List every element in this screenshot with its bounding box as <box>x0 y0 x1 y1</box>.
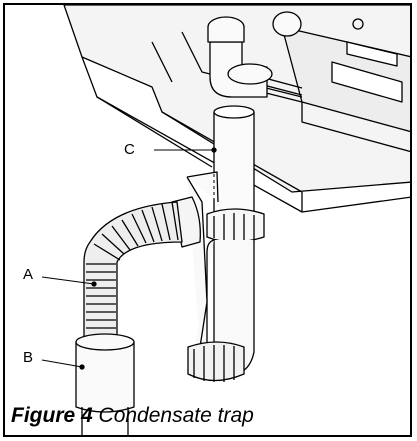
upper-trap-nut <box>206 208 265 243</box>
top-elbow <box>207 11 302 98</box>
condensate-trap-illustration <box>41 5 410 435</box>
hose-cuff <box>75 333 135 435</box>
callout-a-label: A <box>23 266 34 283</box>
leader-b <box>41 359 83 368</box>
figure-caption: Figure 4 Condensate trap <box>11 404 254 428</box>
lower-trap-nut <box>187 341 245 382</box>
callout-c-label: C <box>124 141 135 158</box>
callout-b-label: B <box>23 349 34 366</box>
leader-a <box>41 276 95 285</box>
figure-frame: C A B Figure 4 Condensate trap <box>3 3 412 437</box>
figure-number: Figure 4 <box>11 404 93 427</box>
corrugated-hose <box>83 201 183 343</box>
figure-title: Condensate trap <box>98 404 254 427</box>
vertical-drain-pipe <box>213 105 255 218</box>
